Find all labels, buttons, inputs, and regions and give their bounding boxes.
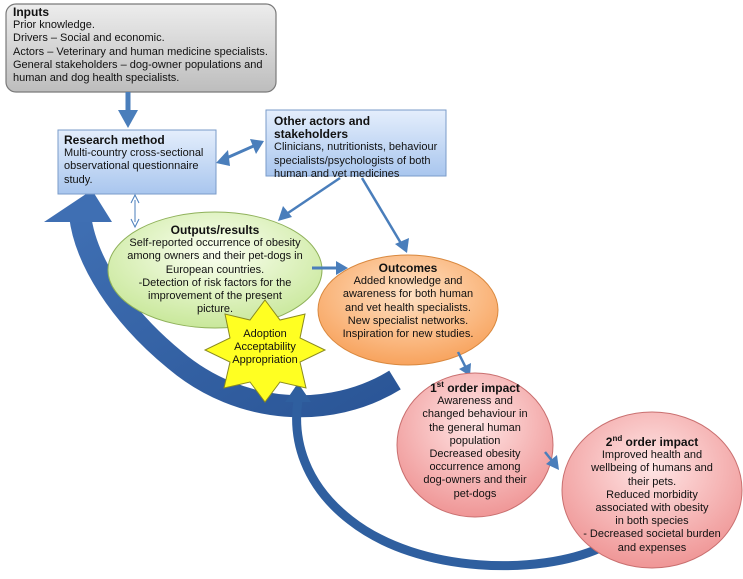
adoption-line: Acceptability xyxy=(234,341,296,354)
other-actors-line: Clinicians, nutritionists, behaviour xyxy=(274,141,438,154)
outputs-line: European countries. xyxy=(165,263,265,276)
outputs-title: Outputs/results xyxy=(170,223,260,237)
outputs-line: picture. xyxy=(196,303,234,316)
research-method-line: observational questionnaire xyxy=(64,160,199,173)
first-order-impact-title: 1st order impact xyxy=(430,380,520,395)
second-order-impact-ellipse xyxy=(561,411,743,569)
adoption-line: Appropriation xyxy=(232,354,298,367)
first-order-impact-text: 1st order impact Awareness and changed b… xyxy=(405,378,545,501)
second-order-impact-line: in both species xyxy=(615,515,689,528)
inputs-title: Inputs xyxy=(13,5,49,19)
second-order-impact-line: Reduced morbidity xyxy=(606,488,698,501)
feedback-arrow-long xyxy=(292,399,602,571)
adoption-text: Adoption Acceptability Appropriation xyxy=(220,328,310,368)
other-actors-box xyxy=(265,109,447,177)
outputs-line: improvement of the present xyxy=(148,290,282,303)
outputs-line: among owners and their pet-dogs in xyxy=(127,250,303,263)
second-order-impact-title: 2nd order impact xyxy=(605,434,699,449)
outcomes-title: Outcomes xyxy=(378,261,438,275)
outputs-line: -Detection of risk factors for the xyxy=(138,276,292,289)
inputs-line: Actors – Veterinary and human medicine s… xyxy=(13,45,268,58)
first-order-impact-line: dog-owners and their xyxy=(423,474,527,487)
inputs-line: Prior knowledge. xyxy=(13,19,95,32)
outcomes-ellipse xyxy=(317,254,499,366)
first-order-impact-ellipse xyxy=(396,372,554,518)
outcomes-line: awareness for both human xyxy=(342,288,474,301)
inputs-line: human and dog health specialists. xyxy=(13,72,180,85)
outputs-line: Self-reported occurrence of obesity xyxy=(129,237,301,250)
outcomes-text: Outcomes Added knowledge and awareness f… xyxy=(328,261,488,341)
inputs-box xyxy=(5,3,277,93)
feedback-arrow-large-head xyxy=(44,190,112,222)
second-order-impact-line: associated with obesity xyxy=(595,502,709,515)
outcomes-line: Inspiration for new studies. xyxy=(342,328,474,341)
other-actors-title: Other actors and stakeholders xyxy=(274,114,371,142)
research-method-line: study. xyxy=(64,173,93,186)
other-actors-text: Other actors and stakeholders Clinicians… xyxy=(274,114,444,181)
second-order-impact-line: Improved health and xyxy=(601,449,703,462)
first-order-impact-line: Awareness and xyxy=(437,395,513,408)
other-actors-line: specialists/psychologists of both xyxy=(274,154,431,167)
first-order-impact-line: changed behaviour in xyxy=(422,408,528,421)
second-order-impact-text: 2nd order impact Improved health and wel… xyxy=(572,432,732,555)
first-order-impact-line: the general human xyxy=(429,421,521,434)
outputs-ellipse xyxy=(107,211,323,329)
feedback-arrow-long-head xyxy=(285,383,311,402)
other-actors-line: human and vet medicines xyxy=(274,167,400,180)
research-method-line: Multi-country cross-sectional xyxy=(64,147,204,160)
first-order-impact-line: population xyxy=(449,434,501,447)
inputs-text: Inputs Prior knowledge. Drivers – Social… xyxy=(13,5,275,85)
outcomes-line: New specialist networks. xyxy=(347,314,469,327)
first-order-impact-line: occurrence among xyxy=(429,461,521,474)
outcomes-line: Added knowledge and xyxy=(353,275,463,288)
first-order-impact-line: Decreased obesity xyxy=(429,448,521,461)
adoption-line: Adoption xyxy=(243,328,287,340)
second-order-impact-line: and expenses xyxy=(617,541,687,554)
second-order-impact-line: wellbeing of humans and xyxy=(591,462,713,475)
inputs-line: General stakeholders – dog-owner populat… xyxy=(13,58,263,71)
inputs-line: Drivers – Social and economic. xyxy=(13,32,165,45)
feedback-arrow-large xyxy=(69,213,401,418)
adoption-star xyxy=(203,299,327,403)
research-method-title: Research method xyxy=(64,133,165,147)
second-order-impact-line: their pets. xyxy=(627,475,677,488)
outcomes-line: and vet health specialists. xyxy=(345,301,471,314)
research-method-text: Research method Multi-country cross-sect… xyxy=(64,133,214,187)
actors-to-outputs-arrow xyxy=(284,176,341,217)
outputs-text: Outputs/results Self-reported occurrence… xyxy=(115,223,315,316)
second-order-impact-line: - Decreased societal burden xyxy=(583,528,721,541)
research-method-box xyxy=(57,129,217,195)
first-order-impact-line: pet-dogs xyxy=(453,487,497,500)
actors-to-outcomes-arrow xyxy=(360,177,404,246)
